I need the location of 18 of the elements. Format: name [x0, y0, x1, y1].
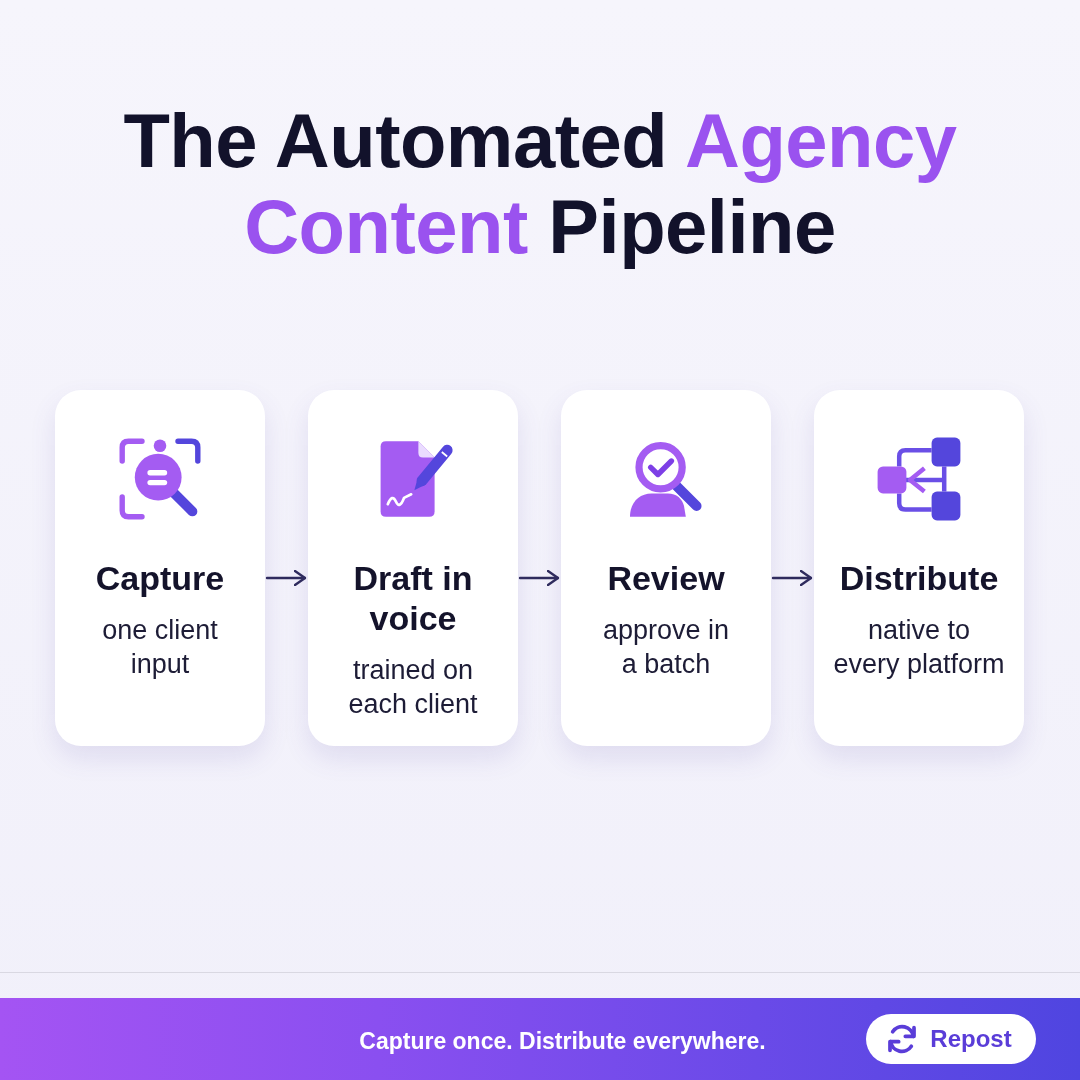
step-card	[814, 390, 1024, 746]
step-description: trained on each client	[347, 654, 479, 721]
page-title: The Automated Agency Content Pipeline	[122, 98, 958, 270]
step-title: Distribute	[839, 558, 999, 598]
step-title: Draft in voice	[352, 558, 474, 638]
step-description: native to every platform	[832, 614, 1006, 681]
arrow	[265, 569, 307, 587]
step-title: Review	[607, 558, 725, 598]
step-card	[308, 390, 518, 746]
arrow	[518, 569, 560, 587]
step-title: Capture	[95, 558, 225, 598]
arrow	[771, 569, 813, 587]
step-description: approve in a batch	[601, 614, 731, 681]
step-description: one client input	[101, 614, 219, 681]
step-card	[561, 390, 771, 746]
tagline: Capture once. Distribute everywhere.	[358, 1027, 767, 1055]
step-card	[55, 390, 265, 746]
repost-button: Repost	[866, 1014, 1036, 1064]
